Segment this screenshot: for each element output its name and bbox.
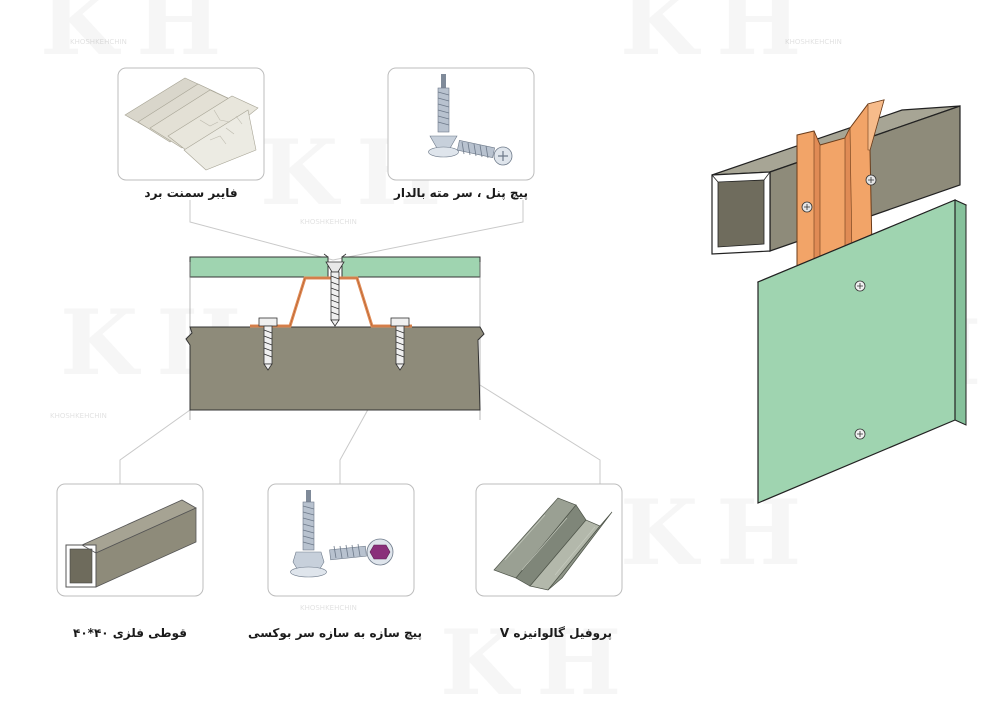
fiber-cement-boards-image	[124, 77, 259, 171]
assembly-3d-view	[711, 99, 968, 504]
center-panel-screw	[325, 261, 345, 327]
panel-screw-image	[428, 74, 513, 166]
photo-frame	[387, 67, 535, 181]
right-structure-screw	[390, 317, 410, 371]
structure-screw-box	[267, 483, 415, 597]
left-structure-screw	[258, 317, 278, 371]
metal-box-section	[185, 326, 485, 411]
metal-box-profile-image	[65, 499, 197, 588]
leader-line-board	[189, 200, 334, 261]
fiber-cement-board-box	[117, 67, 265, 181]
cross-section-detail	[185, 253, 485, 420]
label-fiber-cement-board: فایبر سمنت برد	[144, 186, 238, 200]
metal-box-profile-box	[56, 483, 204, 597]
label-panel-screw: پیچ پنل ، سر مته بالدار	[394, 186, 528, 200]
leader-line-box-profile	[119, 409, 191, 484]
leader-line-v-profile	[479, 384, 601, 484]
label-metal-box-profile: قوطی فلزی ۴۰*۴۰	[73, 626, 187, 640]
board-3d-side-edge	[954, 199, 967, 426]
structure-screw-image	[290, 490, 394, 578]
panel-screw-box	[387, 67, 535, 181]
label-structure-screw: پیچ سازه به سازه سر بوکسی	[248, 626, 422, 640]
board-3d-face	[757, 199, 956, 504]
label-v-profile: پروفیل گالوانیزه V	[499, 626, 613, 640]
leader-lines	[119, 200, 601, 484]
photo-frame	[267, 483, 415, 597]
v-profile-box	[475, 483, 623, 597]
v-profile-image	[493, 497, 613, 591]
board-panel-right	[341, 256, 481, 278]
board-panel-left	[189, 256, 329, 278]
leader-line-panel-screw	[332, 200, 524, 261]
